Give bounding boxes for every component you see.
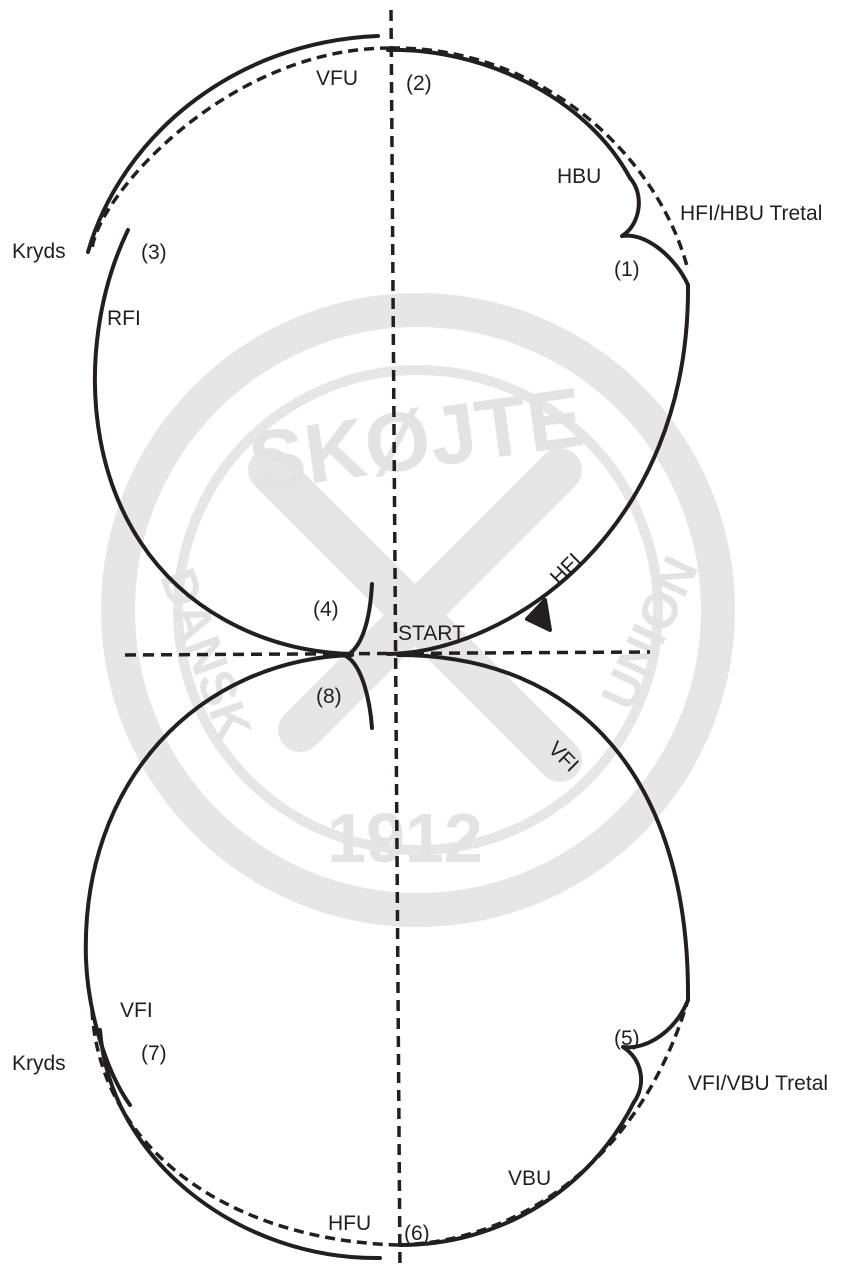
label-n3: (3) <box>141 241 167 264</box>
lower-right-arc <box>396 653 691 1002</box>
label-hfi-hbu-tretal: HFI/HBU Tretal <box>680 202 822 225</box>
watermark-year: 1912 <box>327 799 483 877</box>
label-vfi-vbu-tretal: VFI/VBU Tretal <box>688 1072 828 1095</box>
label-vbu: VBU <box>508 1167 551 1190</box>
upper-tretal-arc <box>620 176 690 287</box>
upper-left-arc <box>92 228 354 656</box>
label-vfu: VFU <box>316 67 358 90</box>
cross-stroke-4 <box>344 582 374 658</box>
lower-bottom-arc <box>398 1100 636 1247</box>
label-n4: (4) <box>313 598 339 621</box>
upper-left-outer-arc <box>86 34 380 254</box>
label-start: START <box>398 622 465 645</box>
cross-stroke-8 <box>344 654 374 730</box>
label-n8: (8) <box>316 685 342 708</box>
lower-tretal-arc <box>621 998 690 1104</box>
label-kryds-top: Kryds <box>12 240 66 263</box>
label-rfi: RFI <box>107 307 141 330</box>
label-n6: (6) <box>404 1222 430 1245</box>
label-hfu: HFU <box>328 1212 371 1235</box>
lower-left-outer-arc <box>98 1028 382 1261</box>
label-n7: (7) <box>141 1042 167 1065</box>
vertical-axis <box>389 9 402 1271</box>
upper-top-arc <box>386 47 632 180</box>
upper-dashed-track <box>90 46 690 271</box>
label-n2: (2) <box>406 72 432 95</box>
label-n5: (5) <box>614 1027 640 1050</box>
label-n1: (1) <box>614 258 640 281</box>
label-vfi-left: VFI <box>120 999 153 1022</box>
label-hfi: HFI <box>546 549 586 589</box>
label-kryds-bottom: Kryds <box>12 1052 66 1075</box>
label-hbu: HBU <box>557 165 601 188</box>
upper-right-arc <box>386 283 691 656</box>
lower-dashed-track <box>90 999 690 1247</box>
start-arrow <box>525 598 552 632</box>
